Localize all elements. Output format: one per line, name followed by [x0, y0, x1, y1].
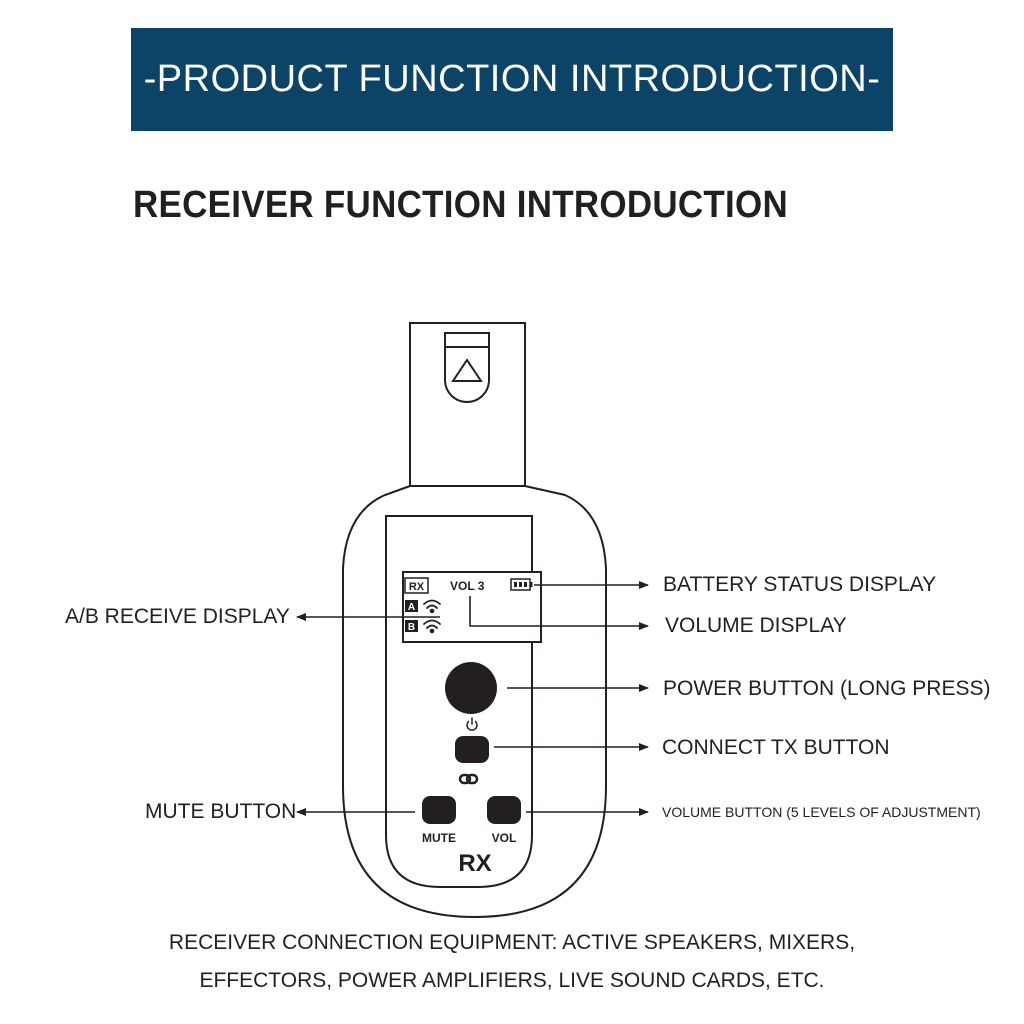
banner-title: -PRODUCT FUNCTION INTRODUCTION- — [143, 58, 881, 100]
connect-tx-button-label: CONNECT TX BUTTON — [662, 736, 890, 759]
front-panel — [385, 515, 533, 888]
device-rx-label: RX — [458, 850, 491, 877]
wifi-signal-icon — [423, 599, 441, 614]
callout-arrows — [296, 581, 649, 816]
mute-button-callout-label: MUTE BUTTON — [145, 800, 297, 823]
volume-display-label: VOLUME DISPLAY — [665, 614, 847, 637]
footer-line-1: RECEIVER CONNECTION EQUIPMENT: ACTIVE SP… — [168, 931, 856, 954]
volume-button[interactable] — [487, 796, 521, 824]
volume-button-callout-label: VOLUME BUTTON (5 LEVELS OF ADJUSTMENT) — [662, 804, 981, 820]
battery-icon — [510, 578, 533, 591]
mute-button[interactable] — [422, 796, 456, 824]
lcd-screen: RX A B VOL 3 — [402, 571, 542, 643]
connect-tx-button[interactable] — [455, 736, 489, 763]
channel-a-label: A — [408, 602, 415, 613]
usb-plug — [409, 322, 526, 487]
link-icon — [458, 773, 479, 785]
rx-mode-badge: RX — [409, 581, 425, 593]
mute-button-label: MUTE — [422, 831, 456, 845]
footer-line-2: EFFECTORS, POWER AMPLIFIERS, LIVE SOUND … — [199, 969, 825, 992]
wifi-signal-icon — [423, 619, 441, 634]
power-button-label: POWER BUTTON (LONG PRESS) — [663, 677, 991, 700]
power-icon — [466, 717, 478, 731]
power-button[interactable] — [445, 662, 497, 714]
ab-receive-display-label: A/B RECEIVE DISPLAY — [65, 605, 290, 628]
section-title: RECEIVER FUNCTION INTRODUCTION — [133, 184, 789, 226]
banner: -PRODUCT FUNCTION INTRODUCTION- — [131, 28, 893, 131]
battery-status-label: BATTERY STATUS DISPLAY — [663, 573, 937, 596]
channel-b-label: B — [408, 622, 415, 633]
arrow-volume-display — [469, 596, 649, 630]
triangle-icon — [451, 358, 483, 382]
vol-button-label: VOL — [492, 831, 517, 845]
volume-readout: VOL 3 — [450, 579, 485, 593]
